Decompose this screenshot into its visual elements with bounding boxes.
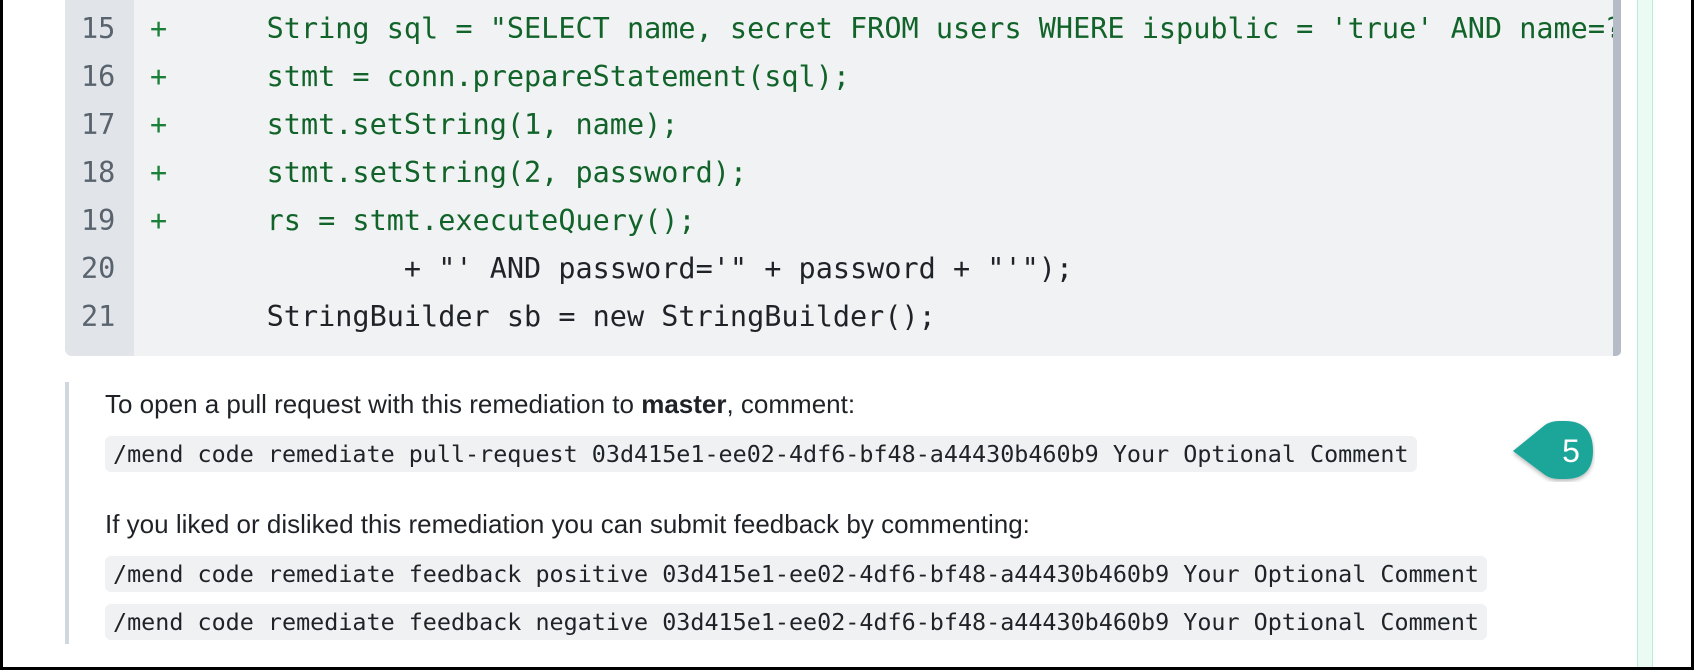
diff-added-marker: + [150,108,168,141]
code-text: rs = stmt.executeQuery(); [198,204,696,237]
pull-request-instruction-text: To open a pull request with this remedia… [105,389,642,419]
line-number-gutter [65,0,134,356]
line-number: 17 [81,108,116,141]
line-number: 15 [81,12,116,45]
diff-added-marker: + [150,60,168,93]
line-number: 21 [81,300,116,333]
code-text: + "' AND password='" + password + "'"); [198,252,1074,285]
code-text: stmt = conn.prepareStatement(sql); [198,60,851,93]
window-frame: 15 + String sql = "SELECT name, secret FR… [3,0,1691,667]
remediation-comment: To open a pull request with this remedia… [65,382,1629,644]
diff-line: 20 + "' AND password='" + password + "'"… [65,245,1613,293]
diff-added-marker: + [150,204,168,237]
pull-request-command[interactable]: /mend code remediate pull-request 03d415… [105,436,1417,472]
code-text: stmt.setString(1, name); [198,108,679,141]
diff-line: 17 + stmt.setString(1, name); [65,101,1613,149]
step-number: 5 [1562,433,1580,469]
feedback-positive-command[interactable]: /mend code remediate feedback positive 0… [105,556,1487,592]
line-number: 16 [81,60,116,93]
diff-added-marker: + [150,156,168,189]
feedback-negative-command[interactable]: /mend code remediate feedback negative 0… [105,604,1487,640]
feedback-instruction: If you liked or disliked this remediatio… [105,509,1030,539]
diff-line: 16 + stmt = conn.prepareStatement(sql); [65,53,1613,101]
target-branch: master [641,389,727,419]
pull-request-instruction-suffix: , comment: [726,389,856,419]
diff-line: 15 + String sql = "SELECT name, secret FR… [65,5,1620,53]
callout-pointer-icon [1513,421,1593,479]
diff-line: 18 + stmt.setString(2, password); [65,149,1613,197]
code-text: StringBuilder sb = new StringBuilder(); [198,300,936,333]
code-block-scrollbar[interactable] [1613,0,1621,356]
diff-added-marker: + [150,12,168,45]
diff-line: 19 + rs = stmt.executeQuery(); [65,197,1613,245]
code-diff-block: 15 + String sql = "SELECT name, secret FR… [65,0,1620,356]
step-callout: 5 [1511,420,1595,482]
diff-line: 21 StringBuilder sb = new StringBuilder(… [65,293,1613,341]
line-number: 19 [81,204,116,237]
pull-request-instruction: To open a pull request with this remedia… [105,382,855,426]
line-number: 18 [81,156,116,189]
code-text: String sql = "SELECT name, secret FROM u… [266,12,1620,45]
code-text: stmt.setString(2, password); [198,156,748,189]
line-number: 20 [81,252,116,285]
right-edge-rail [1637,0,1653,667]
